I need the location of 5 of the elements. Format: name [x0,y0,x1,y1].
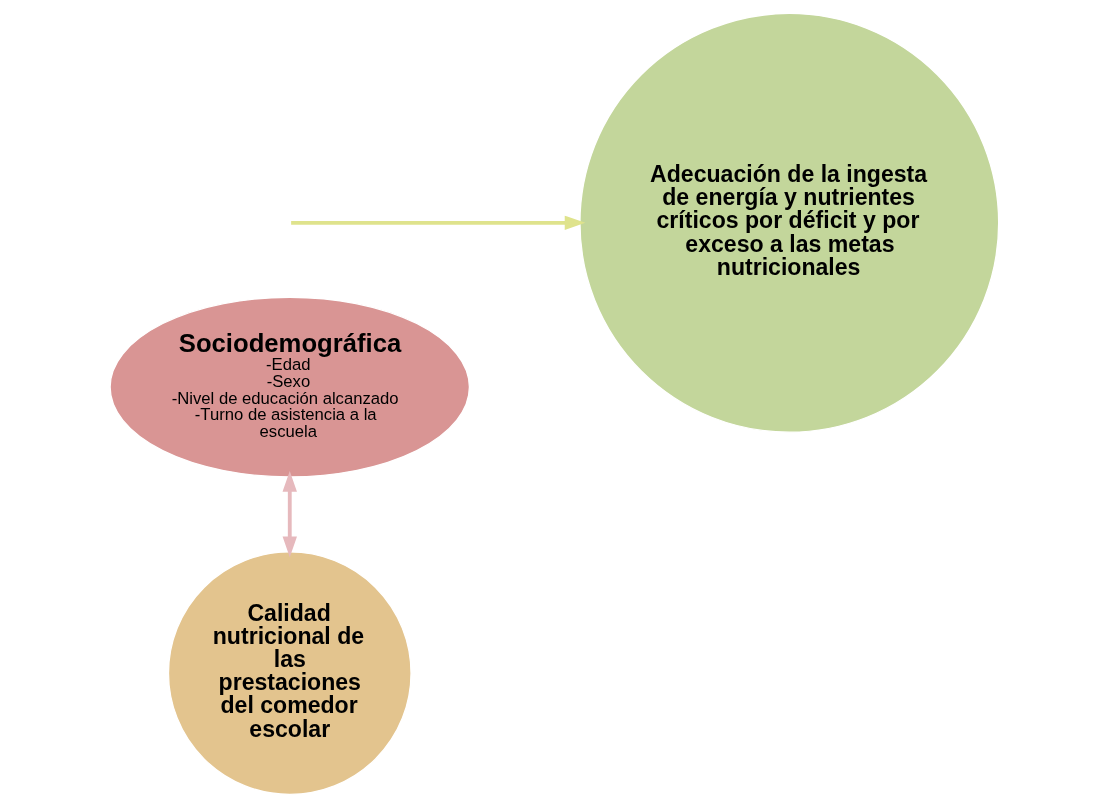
node-circle: Adecuación de la ingesta de energía y nutrientes críticos por déficit y por exceso a las metas nutricionales [578,12,999,433]
arrow [290,215,585,231]
node-circle: Calidad nutricional de las prestaciones del comedor escolar [167,551,412,796]
arrow [282,471,297,558]
node-ellipse: Sociodemográfica -Edad -Sexo -Nivel de educación alcanzado -Turno de asistencia a la escuela [109,296,470,478]
